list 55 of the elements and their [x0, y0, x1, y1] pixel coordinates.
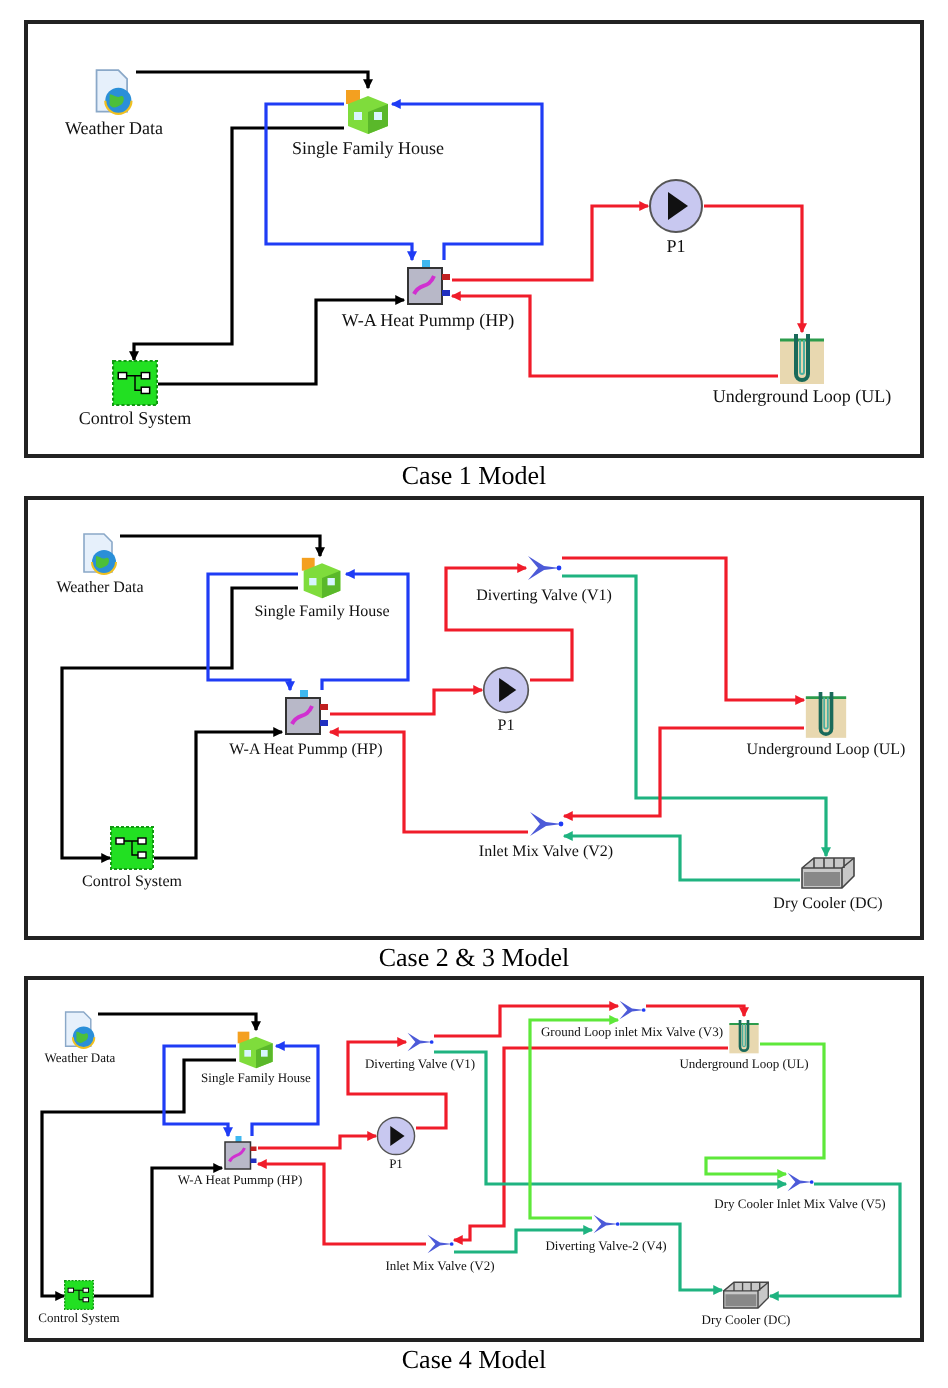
component-label: Underground Loop (UL): [746, 742, 906, 758]
pipe-connector: [250, 1041, 320, 1136]
pipe-connector: [562, 556, 806, 705]
pipe-connector: [136, 70, 373, 90]
pipe-connector: [162, 1044, 236, 1138]
pipe-connector: [434, 1001, 620, 1038]
component-label: Weather Data: [65, 120, 163, 138]
panel-caption: Case 4 Model: [401, 1346, 547, 1374]
pipe-connector: [452, 1046, 728, 1245]
pipe-connector: [320, 569, 410, 690]
pipe-connector: [390, 99, 544, 260]
pipe-connector: [158, 295, 406, 386]
component-label: W-A Heat Pummp (HP): [229, 742, 383, 758]
component-label: P1: [497, 718, 515, 734]
pipe-connector: [444, 563, 574, 682]
component-label: W-A Heat Pummp (HP): [341, 312, 515, 330]
component-label: Control System: [78, 410, 192, 428]
pipe-connector: [94, 1163, 224, 1298]
pipe-connector: [704, 204, 807, 334]
component-label: Inlet Mix Valve (V2): [478, 844, 614, 860]
panel-caption: Case 1 Model: [401, 462, 547, 490]
pipe-connector: [768, 1182, 902, 1301]
pipe-connector: [206, 572, 298, 692]
pipe-connector: [562, 831, 800, 882]
pipe-connector: [454, 1225, 594, 1254]
pipe-connector: [452, 201, 650, 282]
component-label: Single Family House: [254, 604, 390, 620]
pipe-connector: [60, 586, 298, 863]
pipe-connector: [528, 1015, 620, 1220]
pipe-connector: [434, 1050, 788, 1189]
pipe-connector: [646, 1004, 749, 1018]
component-label: P1: [666, 238, 686, 256]
pipe-connector: [98, 1012, 261, 1032]
pipe-connector: [330, 685, 484, 716]
pipe-connector: [346, 1037, 448, 1130]
pipe-connector: [154, 727, 284, 860]
component-label: Dry Cooler (DC): [773, 896, 883, 912]
pipe-connector: [258, 1131, 378, 1150]
pipe-connector: [450, 291, 778, 378]
component-label: Diverting Valve (V1): [476, 588, 612, 604]
pipe-connector: [620, 1222, 724, 1295]
pipe-connector: [120, 534, 325, 558]
pipe-connector: [129, 126, 344, 362]
pipe-connector: [562, 574, 831, 858]
component-label: Weather Data: [56, 580, 144, 596]
pipe-connector: [328, 727, 528, 834]
pipe-connector: [256, 1159, 426, 1246]
component-label: Underground Loop (UL): [712, 388, 892, 406]
pipe-connector: [264, 102, 417, 262]
pipe-connector: [562, 726, 804, 821]
pipe-connector: [40, 1058, 236, 1301]
pipe-connector: [704, 1042, 826, 1179]
component-label: Single Family House: [292, 140, 444, 158]
panel-caption: Case 2 & 3 Model: [378, 944, 570, 972]
component-label: Control System: [82, 874, 182, 890]
